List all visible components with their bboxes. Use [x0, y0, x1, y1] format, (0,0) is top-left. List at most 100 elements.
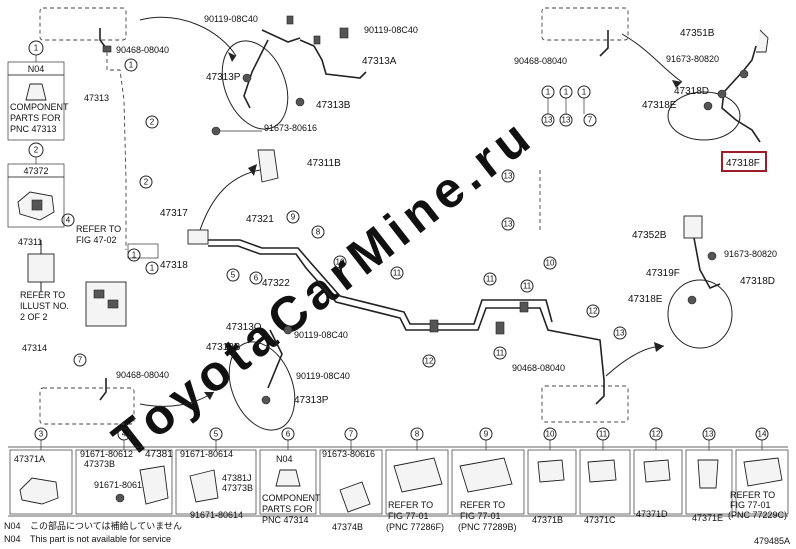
- legend-47371A-label[interactable]: 47371A: [14, 454, 45, 464]
- front-left-brake-disc: [221, 40, 289, 130]
- part-47321-label[interactable]: 47321: [246, 214, 274, 225]
- part-47351B-label[interactable]: 47351B: [680, 28, 715, 39]
- legend-cell-4[interactable]: 4 91671-80612 47373B 47381 91671-80612: [75, 427, 173, 515]
- part-90468-bottom-label[interactable]: 90468-08040: [116, 370, 169, 380]
- part-90119-a-label[interactable]: 90119-08C40: [204, 14, 258, 24]
- part-47311-label[interactable]: 47311: [18, 237, 42, 247]
- svg-text:47374B: 47374B: [332, 522, 363, 532]
- part-47313A-label[interactable]: 47313A: [362, 56, 397, 67]
- svg-text:91671-80612: 91671-80612: [94, 480, 147, 490]
- svg-text:10: 10: [546, 430, 555, 439]
- part-47313P-label[interactable]: 47313P: [206, 72, 241, 83]
- part-47313-label[interactable]: 47313: [84, 93, 109, 103]
- part-47318E-mid-label[interactable]: 47318E: [628, 294, 663, 305]
- legend-cell-3[interactable]: 3 47371A: [9, 427, 73, 515]
- svg-text:7: 7: [588, 116, 593, 125]
- part-47318-label[interactable]: 47318: [160, 260, 188, 271]
- part-47318E-top-label[interactable]: 47318E: [642, 100, 677, 111]
- part-47313B-rear-label[interactable]: 47313B: [206, 342, 241, 353]
- callout-label-2: 2: [34, 146, 39, 155]
- refer-fig-line2[interactable]: FIG 47-02: [76, 235, 117, 245]
- svg-text:7: 7: [78, 356, 83, 365]
- svg-text:3: 3: [39, 430, 44, 439]
- refer-illus-line2[interactable]: ILLUST NO.: [20, 301, 69, 311]
- legend-cell-12[interactable]: 12 47371D: [633, 427, 683, 519]
- clamp-47374B-part: [339, 481, 371, 513]
- part-91673-80820-mid-label[interactable]: 91673-80820: [724, 249, 777, 259]
- callout-label-1: 1: [34, 44, 39, 53]
- part-47318F-label[interactable]: 47318F: [726, 158, 760, 169]
- legend-cell-11[interactable]: 11 47371C: [579, 427, 631, 525]
- part-47372-label[interactable]: 47372: [23, 166, 48, 176]
- highlight-47318F-box[interactable]: [721, 151, 767, 172]
- part-91673-80820-top-label[interactable]: 91673-80820: [666, 54, 719, 64]
- rear-left-assembly: 47313Q 47313B 90119-08C40 90119-08C40 47…: [39, 322, 350, 431]
- legend-47371E-label[interactable]: 47371E: [692, 513, 723, 523]
- rear-right-lower-body-outline: [541, 385, 629, 423]
- footnote-text-jp: この部品については補給していません: [30, 520, 182, 531]
- rear-right-lower-disc: [667, 279, 733, 349]
- legend-cell-9[interactable]: 9 REFER TO FIG 77-01 (PNC 77289B): [451, 427, 525, 532]
- svg-text:6: 6: [254, 274, 259, 283]
- component-note-line1: COMPONENT: [10, 102, 69, 112]
- callout-circle-7-left[interactable]: [73, 353, 87, 367]
- svg-text:13: 13: [705, 430, 714, 439]
- part-90119-rear-b-label[interactable]: 90119-08C40: [296, 371, 350, 381]
- part-47322-label[interactable]: 47322: [262, 278, 290, 289]
- part-47352B-label[interactable]: 47352B: [632, 230, 667, 241]
- legend-47371D-label[interactable]: 47371D: [636, 509, 668, 519]
- bracket-47381-part: [139, 465, 169, 505]
- legend-cell-10[interactable]: 10 47371B: [527, 427, 577, 525]
- rear-right-lower-assembly: 47352B 91673-80820 47319F 47318D 47318E …: [512, 215, 777, 423]
- svg-text:11: 11: [496, 349, 505, 358]
- svg-text:12: 12: [425, 357, 434, 366]
- part-47314-label[interactable]: 47314: [22, 343, 47, 353]
- part-47313Q-label[interactable]: 47313Q: [226, 322, 262, 333]
- part-47318D-top-label[interactable]: 47318D: [674, 86, 709, 97]
- svg-text:REFER TO: REFER TO: [388, 500, 433, 510]
- illustration-code: 479485A: [754, 536, 790, 546]
- svg-text:2: 2: [150, 118, 155, 127]
- master-cylinder-part: [27, 253, 55, 283]
- svg-text:1: 1: [546, 88, 551, 97]
- svg-text:(PNC 77229C): (PNC 77229C): [728, 510, 787, 520]
- part-90119-rear-a-label[interactable]: 90119-08C40: [294, 330, 348, 340]
- front-left-flex-hose: [299, 39, 367, 79]
- part-47318D-mid-label[interactable]: 47318D: [740, 276, 775, 287]
- svg-text:11: 11: [523, 282, 532, 291]
- callout-label-4: 4: [66, 216, 71, 225]
- svg-text:91673-80616: 91673-80616: [322, 449, 375, 459]
- part-47319F-label[interactable]: 47319F: [646, 268, 680, 279]
- bracket-47311B-part: [257, 149, 279, 183]
- refer-illus-line3[interactable]: 2 OF 2: [20, 312, 48, 322]
- legend-cell-13[interactable]: 13 47371E: [685, 427, 733, 523]
- part-90468-mid-label[interactable]: 90468-08040: [512, 363, 565, 373]
- refer-illus-line1[interactable]: REFER TO: [20, 290, 65, 300]
- part-90468-top-label[interactable]: 90468-08040: [116, 45, 169, 55]
- abs-actuator-part: [85, 281, 127, 327]
- rear-right-upper-disc: [667, 91, 741, 141]
- hose-47318F: [721, 45, 761, 143]
- svg-text:1: 1: [582, 88, 587, 97]
- legend-cell-5[interactable]: 5 91671-80614 47381J 47373B 91671-80614: [175, 427, 257, 520]
- rear-brake-tube-lower: [208, 245, 605, 381]
- part-47313P-rear-label[interactable]: 47313P: [294, 395, 329, 406]
- junction-47317-part: [187, 229, 209, 245]
- svg-text:FIG 77-01: FIG 77-01: [388, 511, 429, 521]
- legend-cell-8[interactable]: 8 REFER TO FIG 77-01 (PNC 77286F): [385, 427, 449, 532]
- svg-text:5: 5: [214, 430, 219, 439]
- legend-cell-7[interactable]: 7 91673-80616 47374B: [319, 427, 383, 532]
- part-47311B-label[interactable]: 47311B: [307, 158, 341, 169]
- svg-text:12: 12: [589, 307, 598, 316]
- part-90119-b-label[interactable]: 90119-08C40: [364, 25, 418, 35]
- svg-text:12: 12: [652, 430, 661, 439]
- part-47317-label[interactable]: 47317: [160, 208, 188, 219]
- legend-47371B-label[interactable]: 47371B: [532, 515, 563, 525]
- legend-47371C-label[interactable]: 47371C: [584, 515, 616, 525]
- part-47313B-label[interactable]: 47313B: [316, 100, 351, 111]
- part-90468-right-label[interactable]: 90468-08040: [514, 56, 567, 66]
- legend-cell-14[interactable]: 14 REFER TO FIG 77-01 (PNC 77229C): [728, 427, 789, 520]
- part-91673-80616-label[interactable]: 91673-80616: [264, 123, 317, 133]
- legend-cell-6[interactable]: 6 N04 COMPONENT PARTS FOR PNC 47314: [259, 427, 321, 525]
- refer-fig-line1[interactable]: REFER TO: [76, 224, 121, 234]
